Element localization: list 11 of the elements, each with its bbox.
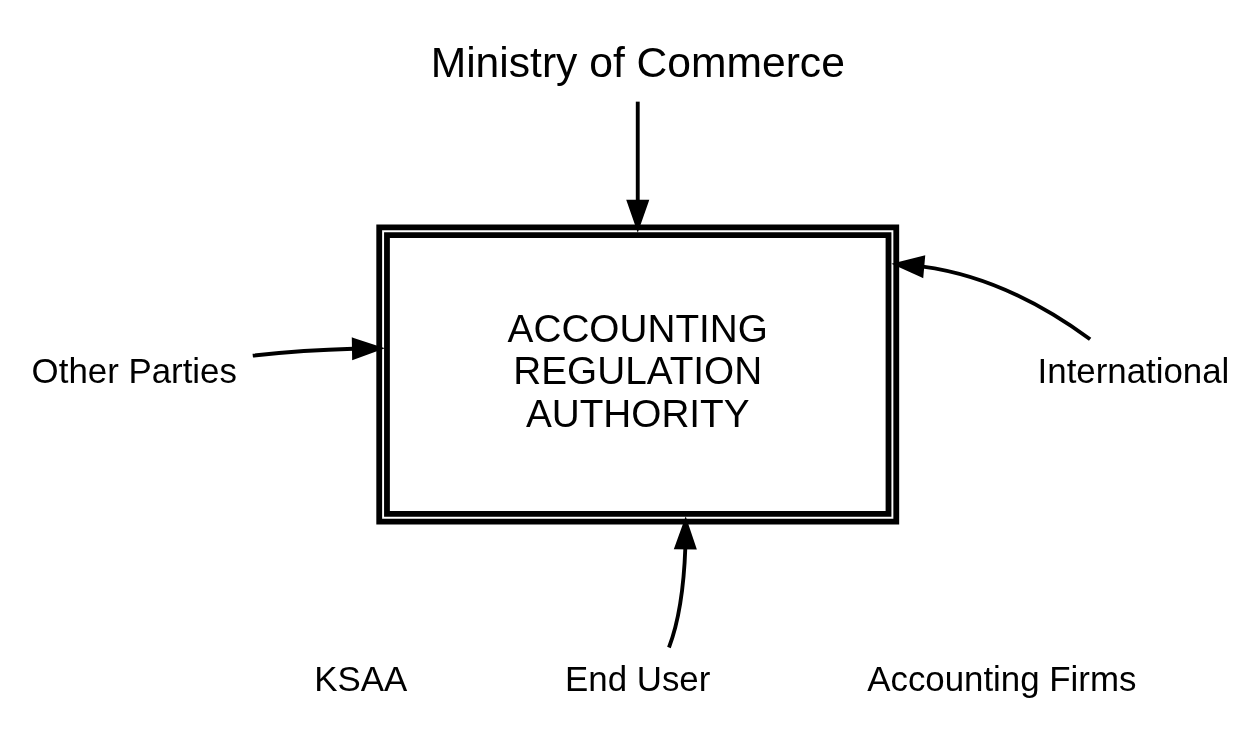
arrow — [891, 255, 1092, 341]
arrow — [252, 337, 385, 361]
label: Accounting Firms — [867, 658, 1137, 698]
node-text: International — [1037, 351, 1230, 391]
arrow — [626, 101, 650, 233]
label: KSAA — [314, 658, 408, 698]
node-text: Other Parties — [31, 351, 237, 391]
node-box: ACCOUNTING REGULATION AUTHORITY — [376, 224, 900, 525]
arrow — [667, 516, 697, 649]
node-text: Ministry of Commerce — [430, 38, 845, 87]
node-text: End User — [565, 658, 711, 698]
